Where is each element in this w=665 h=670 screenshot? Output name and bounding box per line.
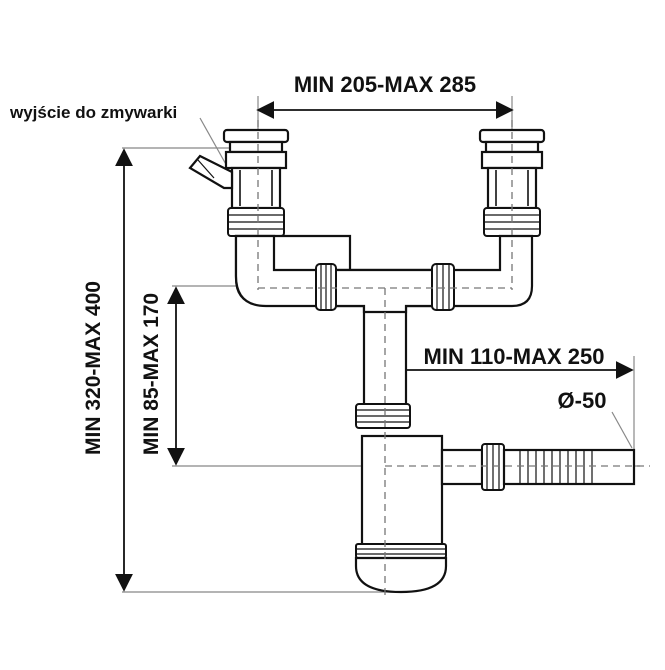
top-width-label: MIN 205-MAX 285 (294, 72, 476, 97)
dishwasher-spigot (188, 154, 234, 190)
trap-bottom-nut (355, 543, 447, 559)
outlet-ribs (519, 450, 593, 484)
total-height-label: MIN 320-MAX 400 (82, 281, 105, 455)
trap-body (360, 434, 444, 548)
outlet-length-label: MIN 110-MAX 250 (424, 344, 605, 369)
bottle-trap (354, 403, 448, 594)
dishwasher-outlet-label: wyjście do zmywarki (9, 103, 177, 122)
trap-height-label: MIN 85-MAX 170 (140, 293, 163, 455)
dimension-arrows (115, 101, 634, 592)
trap-cup (354, 556, 448, 594)
connecting-pipe (234, 234, 534, 410)
outlet-diameter-label: Ø-50 (558, 388, 607, 413)
left-inlet (188, 128, 290, 237)
outlet-pipe (440, 443, 636, 491)
center-lines (257, 120, 650, 600)
